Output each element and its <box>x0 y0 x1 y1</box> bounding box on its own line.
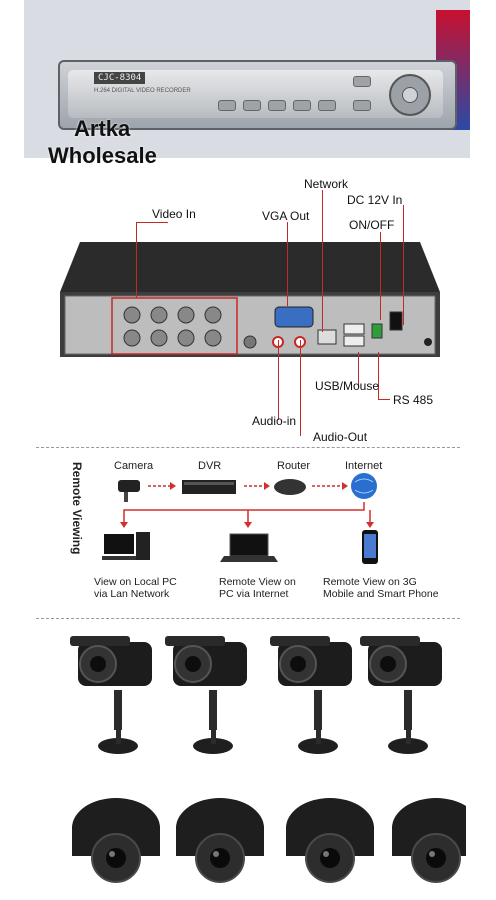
label-video-in: Video In <box>152 207 196 221</box>
leader-audio-out <box>300 340 301 436</box>
leader-network <box>322 190 323 332</box>
leader-dc <box>403 205 404 325</box>
bullet-camera <box>359 635 443 755</box>
camera-icon <box>118 480 140 502</box>
bullet-camera <box>70 635 153 755</box>
label-network: Network <box>304 177 349 191</box>
caption-local-pc-2: via Lan Network <box>94 588 170 600</box>
front-button <box>353 100 371 111</box>
leader-onoff <box>380 232 381 320</box>
leader-audio-in <box>278 340 279 420</box>
model-label: CJC-8304 <box>94 72 146 84</box>
label-usb-mouse: USB/Mouse <box>315 379 380 393</box>
laptop-icon <box>220 533 278 562</box>
dome-camera <box>285 797 375 883</box>
chain-internet-label: Internet <box>345 460 383 472</box>
chain-dvr-label: DVR <box>198 460 222 472</box>
label-dc-in: DC 12V In <box>347 193 403 207</box>
leader-usb <box>358 352 359 386</box>
smartphone-icon <box>362 530 378 564</box>
dome-camera-row <box>71 797 466 883</box>
caption-remote-pc-1: Remote View on <box>219 576 296 588</box>
label-on-off: ON/OFF <box>349 218 395 232</box>
caption-remote-pc-2: PC via Internet <box>219 588 289 600</box>
remote-viewing-heading: Remote Viewing <box>70 462 84 555</box>
dome-camera <box>71 797 161 883</box>
leader-video-in <box>136 222 137 298</box>
remote-viewing-diagram <box>102 473 378 564</box>
navigation-dial <box>389 74 431 116</box>
caption-mobile-2: Mobile and Smart Phone <box>323 588 439 600</box>
section-divider <box>36 618 460 619</box>
watermark-line-2: Wholesale <box>48 143 157 168</box>
front-button <box>218 100 236 111</box>
chain-camera-label: Camera <box>114 460 154 472</box>
front-button <box>318 100 336 111</box>
bullet-camera-row <box>70 635 443 755</box>
dome-camera <box>175 797 265 883</box>
front-button <box>353 76 371 87</box>
leader-video-in <box>136 222 168 223</box>
label-audio-out: Audio-Out <box>313 430 368 444</box>
front-button <box>268 100 286 111</box>
leader-rs485 <box>378 399 390 400</box>
section-divider <box>36 447 460 448</box>
model-subtitle: H.264 DIGITAL VIDEO RECORDER <box>94 88 191 94</box>
globe-icon <box>351 473 377 499</box>
dvr-front-photo: CJC-8304 H.264 DIGITAL VIDEO RECORDER <box>24 0 470 158</box>
label-vga-out: VGA Out <box>262 209 310 223</box>
caption-mobile-1: Remote View on 3G <box>323 576 417 588</box>
desktop-pc-icon <box>102 532 150 560</box>
bullet-camera <box>164 635 248 755</box>
leader-rs485 <box>378 352 379 400</box>
dvr-rear-panel <box>60 242 440 357</box>
dvr-icon <box>182 480 236 494</box>
front-button <box>293 100 311 111</box>
front-button <box>243 100 261 111</box>
leader-vga <box>287 222 288 306</box>
dome-camera <box>391 797 466 883</box>
caption-local-pc-1: View on Local PC <box>94 576 177 588</box>
watermark-line-1: Artka <box>74 116 131 141</box>
chain-router-label: Router <box>277 460 311 472</box>
bullet-camera <box>269 635 353 755</box>
label-rs485: RS 485 <box>393 393 434 407</box>
dvr-front-unit: CJC-8304 H.264 DIGITAL VIDEO RECORDER <box>58 60 457 130</box>
label-audio-in: Audio-in <box>252 414 297 428</box>
router-icon <box>274 479 306 495</box>
